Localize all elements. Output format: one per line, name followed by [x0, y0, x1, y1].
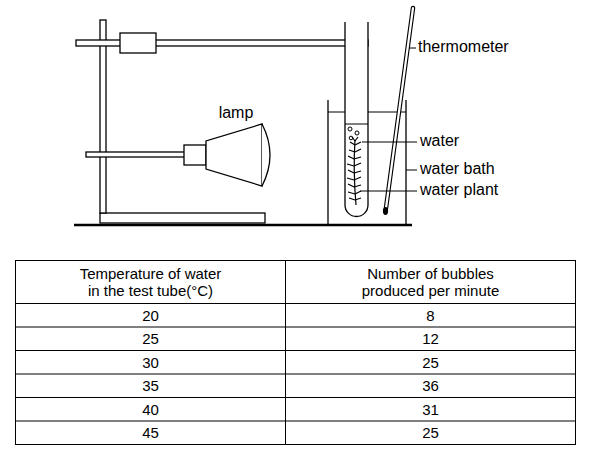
table-cell: 30	[142, 354, 159, 371]
table-cell-box: 31	[286, 398, 576, 422]
table-cell: 36	[422, 377, 439, 394]
table-header: Temperature of water in the test tube(°C…	[73, 265, 229, 300]
table-cell: 8	[426, 307, 434, 324]
water-bath-label: water bath	[420, 160, 495, 178]
table-cell: 31	[422, 401, 439, 418]
table-cell: 40	[142, 401, 159, 418]
water-plant-label: water plant	[420, 181, 498, 199]
lamp-holder	[184, 145, 206, 165]
leader-lines	[360, 48, 417, 191]
thermometer-bulb	[383, 207, 388, 215]
tube-water-level	[345, 124, 368, 125]
table-cell-box: 8	[286, 304, 576, 328]
lamp-bulb	[262, 124, 270, 186]
table-cell: 25	[422, 424, 439, 441]
table-cell-box: 45	[16, 421, 286, 445]
table-cell: 45	[142, 424, 159, 441]
table-cell-box: 36	[286, 374, 576, 398]
table-cell: 20	[142, 307, 159, 324]
table-cell: 25	[422, 354, 439, 371]
lamp-label: lamp	[219, 104, 254, 122]
stand-rod	[100, 20, 106, 213]
thermometer-outline	[386, 8, 413, 208]
table-cell-box: 12	[286, 327, 576, 351]
table-cell-box: 20	[16, 304, 286, 328]
water-plant	[347, 137, 361, 205]
lamp-shade	[206, 124, 262, 186]
stand-base	[100, 213, 265, 223]
table-header-cell-box: Number of bubbles produced per minute	[286, 261, 576, 304]
thermometer-bore	[386, 8, 413, 208]
table-cell-box: 25	[286, 351, 576, 375]
table-header-cell-box: Temperature of water in the test tube(°C…	[16, 261, 286, 304]
thermometer-label: thermometer	[418, 38, 509, 56]
table-header: Number of bubbles produced per minute	[355, 265, 507, 300]
table-cell-box: 40	[16, 398, 286, 422]
table-cell-box: 35	[16, 374, 286, 398]
lamp-arm	[86, 152, 186, 157]
table-cell: 25	[142, 330, 159, 347]
table-cell-box: 30	[16, 351, 286, 375]
clamp-block	[120, 33, 156, 53]
table-cell: 12	[422, 330, 439, 347]
table-cell-box: 25	[16, 327, 286, 351]
table-grid	[16, 261, 576, 445]
water-label: water	[420, 132, 459, 150]
test-tube	[345, 22, 368, 217]
table-cell-box: 25	[286, 421, 576, 445]
table-cell: 35	[142, 377, 159, 394]
